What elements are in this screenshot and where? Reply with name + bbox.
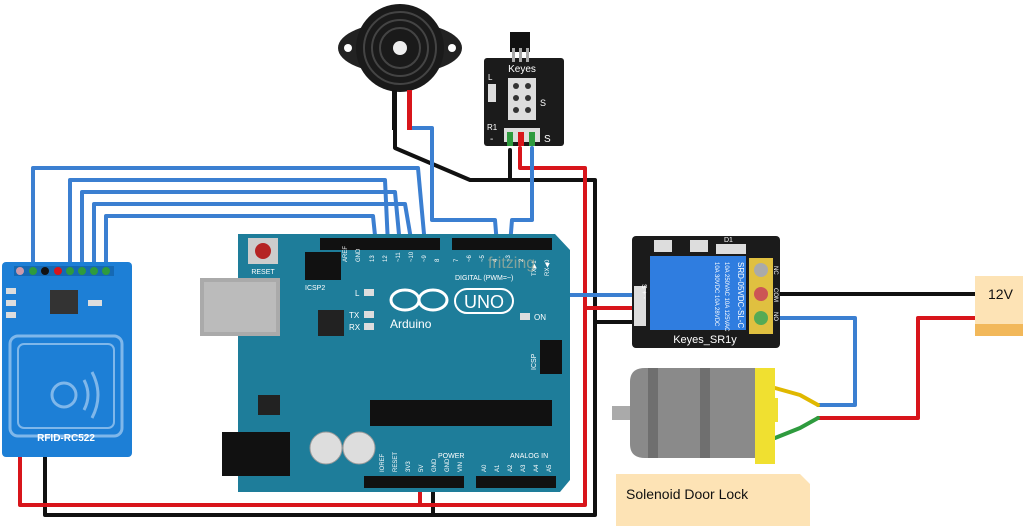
pin-a4: A4 bbox=[534, 464, 540, 472]
lock-label: Solenoid Door Lock bbox=[626, 486, 749, 502]
wire-lock-yellow bbox=[773, 386, 820, 407]
wire-rfid-sck bbox=[68, 178, 390, 272]
pin-a0: A0 bbox=[482, 464, 488, 472]
pin-8: 8 bbox=[435, 258, 441, 262]
rfid-module: RFID-RC522 bbox=[2, 262, 132, 457]
pin-2: 2 bbox=[519, 258, 525, 262]
pin-gnd: GND bbox=[356, 248, 362, 262]
rx-led-label: RX bbox=[349, 323, 361, 332]
wires bbox=[18, 78, 977, 517]
wire-5v-right bbox=[418, 146, 587, 507]
pin-7: 7 bbox=[454, 258, 460, 262]
relay-module: D1 SRD-05VDC-SL-C 10A 250VAC 10A 125VAC … bbox=[632, 236, 780, 348]
wire-12v-red bbox=[816, 316, 977, 420]
pin-gnd-2: GND bbox=[445, 458, 451, 472]
digital-label: DIGITAL (PWM=~) bbox=[455, 275, 513, 282]
relay-no-label: NO bbox=[772, 312, 778, 321]
pin-vin: VIN bbox=[458, 462, 464, 472]
relay-com-label: COM bbox=[772, 288, 778, 302]
hall-sensor-module: Keyes L S R1 - S bbox=[484, 32, 564, 146]
sensor-l-label: L bbox=[488, 73, 493, 82]
pin-13: 13 bbox=[370, 255, 376, 262]
power-supply-note: 12V bbox=[975, 276, 1023, 336]
sensor-s-pin: S bbox=[544, 134, 551, 145]
pin-reset: RESET bbox=[393, 452, 399, 472]
pin-11: ~11 bbox=[396, 252, 402, 262]
tx-led-label: TX bbox=[349, 311, 360, 320]
power-label-12v: 12V bbox=[988, 286, 1014, 302]
wire-rfid-mosi bbox=[80, 190, 402, 272]
pin-ioref: IOREF bbox=[380, 453, 386, 472]
relay-text-3: 10A 30VDC 10A 28VDC bbox=[713, 262, 719, 327]
sensor-brand: Keyes bbox=[508, 64, 536, 75]
pin-5: ~5 bbox=[480, 254, 486, 262]
pin-rx0: RX◀0 bbox=[545, 259, 551, 276]
analog-label: ANALOG IN bbox=[510, 453, 548, 460]
wire-rfid-sda bbox=[31, 166, 427, 272]
pin-3v3: 3V3 bbox=[406, 461, 412, 472]
pin-4: 4 bbox=[493, 258, 499, 262]
fritzing-watermark: fritzing bbox=[488, 255, 535, 272]
pin-12: 12 bbox=[383, 255, 389, 262]
wire-rfid-rst bbox=[104, 214, 378, 272]
rfid-label: RFID-RC522 bbox=[37, 433, 95, 444]
icsp-label: ICSP bbox=[531, 353, 538, 370]
power-label: POWER bbox=[438, 453, 464, 460]
model-label: UNO bbox=[464, 292, 504, 312]
lock-note: Solenoid Door Lock bbox=[616, 474, 810, 526]
pin-tx1: TX▶1 bbox=[532, 260, 538, 276]
pin-gnd-1: GND bbox=[432, 458, 438, 472]
wire-relay-no bbox=[768, 316, 857, 407]
arduino-logo-icon bbox=[389, 288, 449, 312]
reset-label: RESET bbox=[251, 269, 275, 276]
buzzer bbox=[338, 4, 462, 130]
pin-9: ~9 bbox=[422, 254, 428, 262]
wire-buzzer-signal bbox=[408, 126, 499, 247]
pin-10: ~10 bbox=[409, 251, 415, 262]
wire-lock-green bbox=[773, 416, 820, 440]
relay-text-2: 10A 250VAC 10A 125VAC bbox=[723, 262, 729, 332]
pin-a1: A1 bbox=[495, 464, 501, 472]
brand-label: Arduino bbox=[390, 317, 432, 331]
pin-aref: AREF bbox=[343, 246, 349, 262]
wire-sensor-signal bbox=[508, 146, 534, 247]
sensor-minus: - bbox=[490, 134, 493, 145]
relay-model-label: Keyes_SR1y bbox=[673, 334, 737, 346]
pin-5v: 5V bbox=[419, 465, 425, 472]
sensor-r1-label: R1 bbox=[487, 123, 498, 132]
sensor-s-label: S bbox=[540, 98, 546, 108]
on-led-label: ON bbox=[534, 313, 546, 322]
pin-6: ~6 bbox=[467, 254, 473, 262]
arduino-uno-board: RESET ICSP2 AREF GND 13 12 ~11 ~10 ~9 8 … bbox=[200, 234, 570, 492]
relay-text-1: SRD-05VDC-SL-C bbox=[736, 262, 745, 328]
l-led-label: L bbox=[355, 289, 360, 298]
relay-d1-label: D1 bbox=[724, 237, 733, 244]
solenoid-lock bbox=[612, 368, 778, 464]
relay-pin-labels: S + - bbox=[640, 284, 647, 300]
relay-nc-label: NC bbox=[772, 266, 778, 275]
wire-rfid-miso bbox=[92, 202, 414, 272]
pin-a5: A5 bbox=[547, 464, 553, 472]
pin-3: ~3 bbox=[506, 254, 512, 262]
pin-a3: A3 bbox=[521, 464, 527, 472]
pin-a2: A2 bbox=[508, 464, 514, 472]
icsp2-label: ICSP2 bbox=[305, 285, 325, 292]
